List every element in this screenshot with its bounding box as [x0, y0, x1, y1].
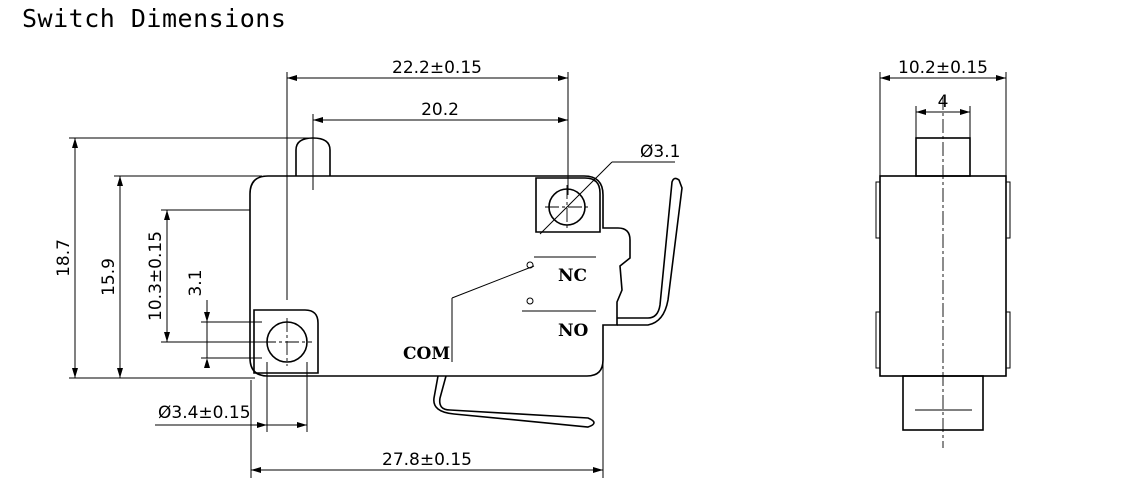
dim-overall-width: 22.2±0.15 [392, 58, 482, 78]
nc-contact-point [526, 261, 534, 269]
dim-hole-spacing: 10.3±0.15 [146, 231, 166, 321]
dim-bottom-hole-diameter: Ø3.4±0.15 [158, 403, 251, 423]
nc-terminal-label: NC [558, 266, 587, 286]
no-terminal-label: NO [558, 321, 589, 341]
end-dim-width: 10.2±0.15 [898, 58, 988, 78]
dim-total-height: 18.7 [54, 239, 74, 277]
dim-body-length: 27.8±0.15 [382, 450, 472, 470]
top-hole-boss [535, 177, 601, 233]
com-terminal [433, 375, 595, 428]
dim-body-height: 15.9 [99, 258, 119, 296]
diagram-title: Switch Dimensions [22, 4, 287, 33]
end-view: 10.2±0.15 4 [875, 58, 1011, 448]
dim-top-hole-diameter: Ø3.1 [640, 142, 680, 162]
moving-contact [451, 265, 535, 299]
no-contact-point [526, 297, 534, 305]
com-terminal-label: COM [403, 344, 450, 364]
dim-pin-offset: 20.2 [421, 100, 459, 120]
end-dim-actuator-width: 4 [938, 92, 949, 112]
bottom-hole-boss [253, 309, 319, 374]
side-view: 22.2±0.15 20.2 Ø3.1 18.7 15.9 10.3±0.15 [54, 58, 683, 478]
lever-arm [617, 177, 683, 326]
dim-hole-height: 3.1 [186, 269, 206, 296]
